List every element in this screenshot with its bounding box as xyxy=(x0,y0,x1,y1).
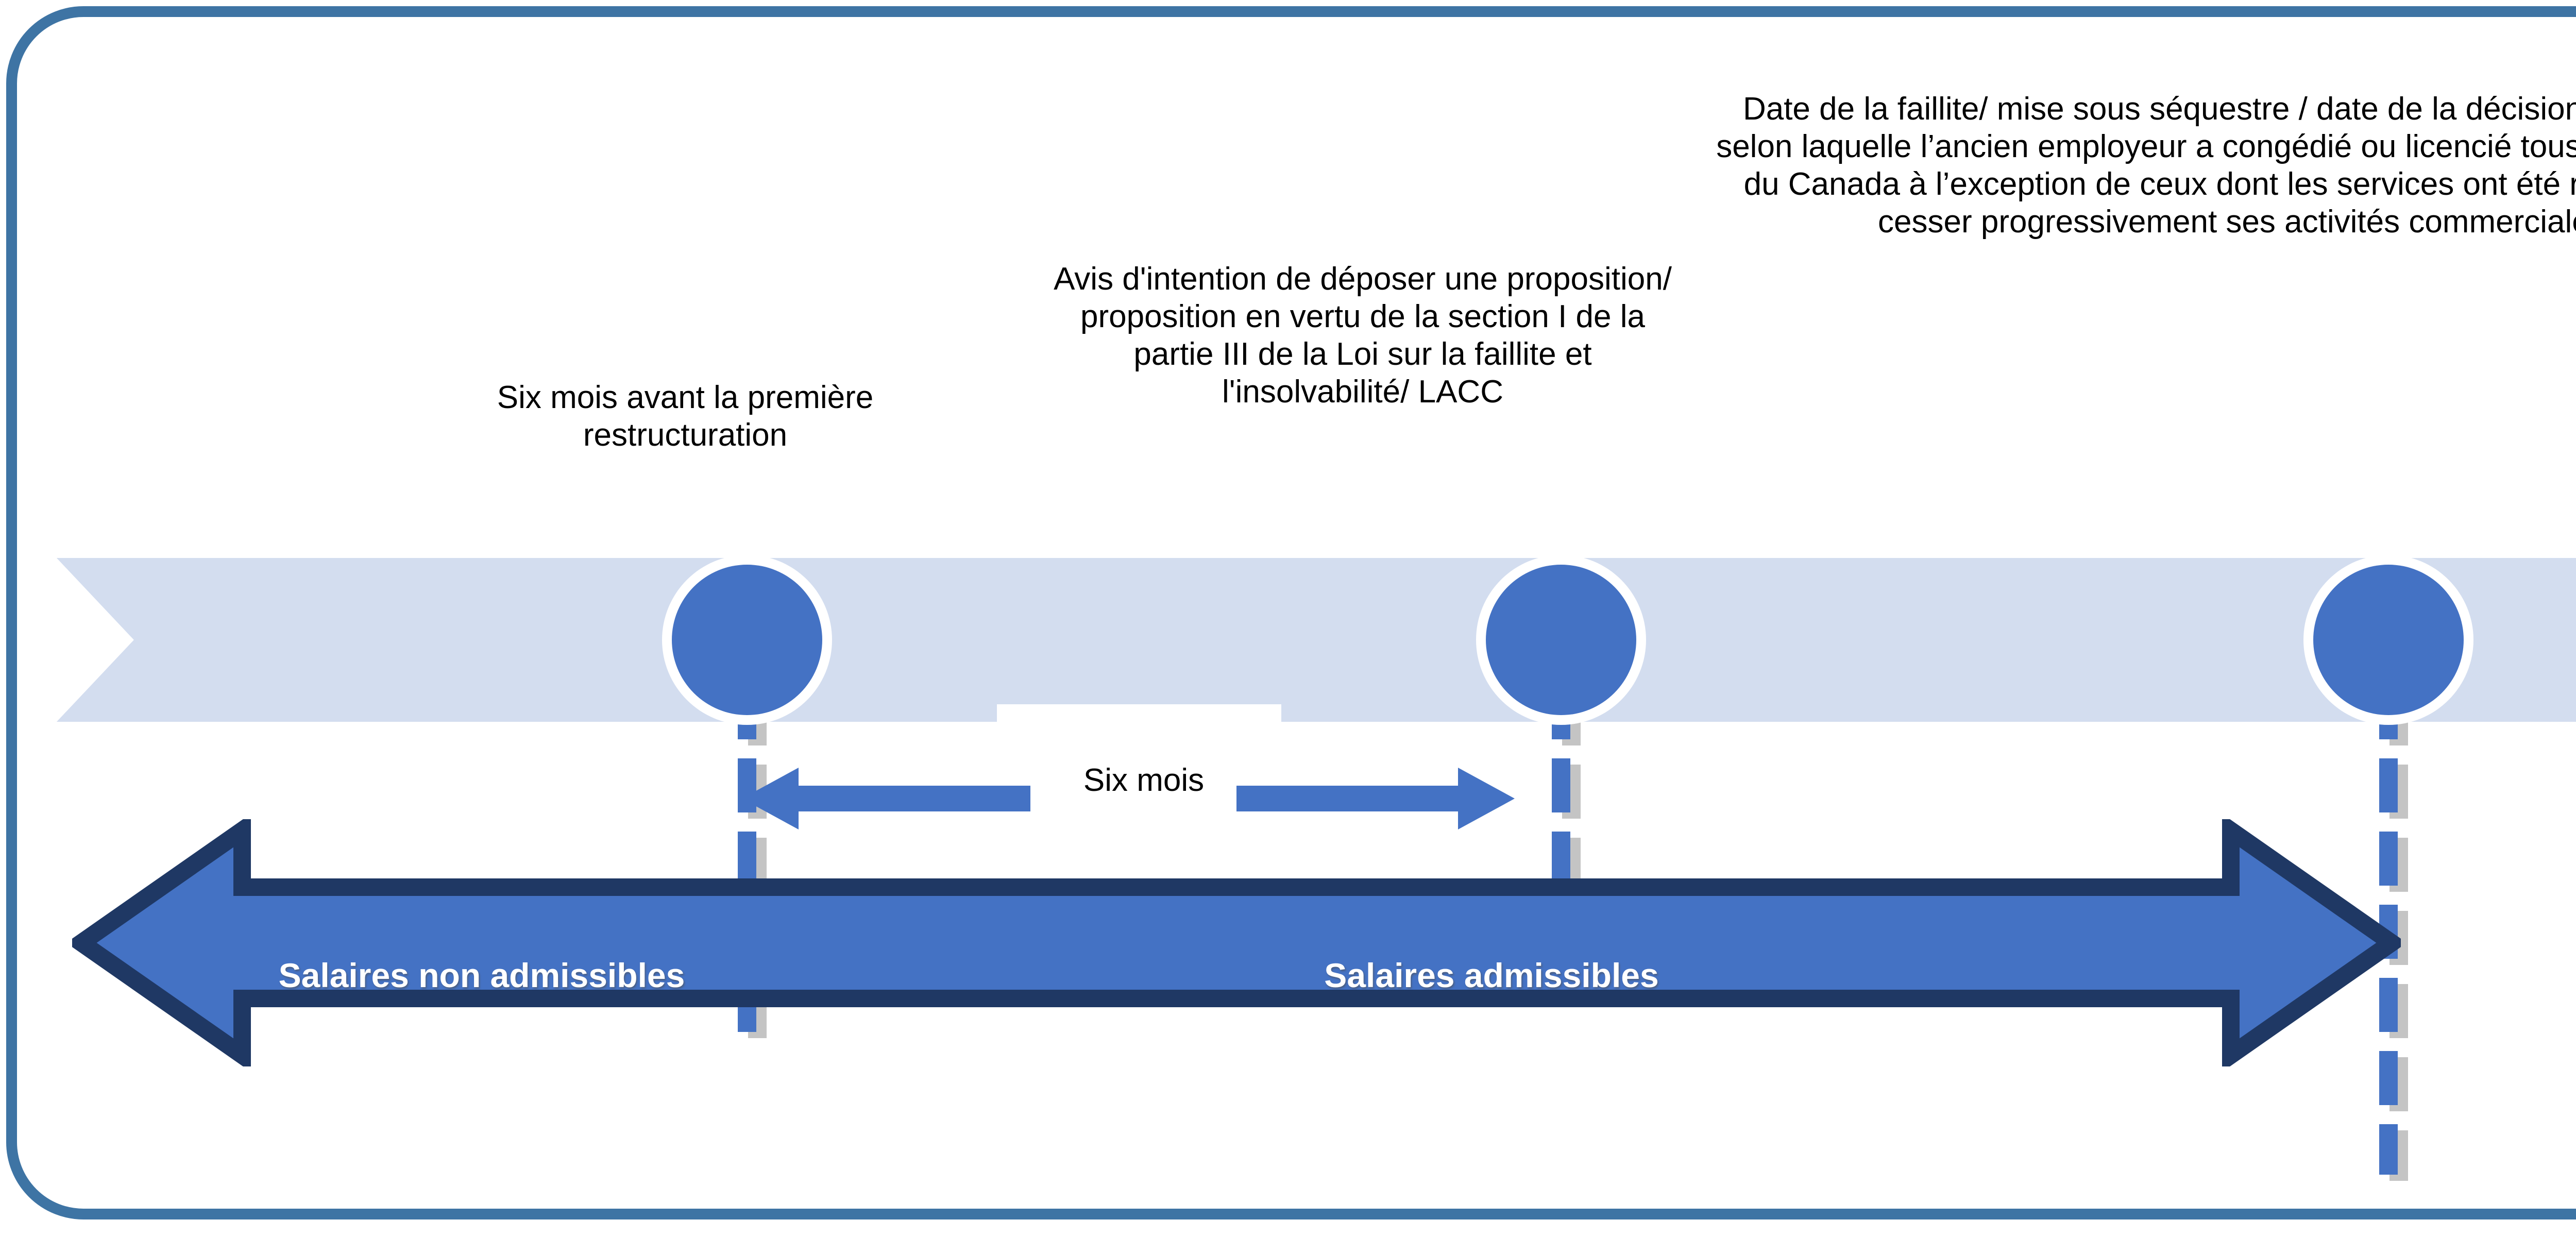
milestone-circle-1 xyxy=(672,565,822,715)
label-salaires-non-admissibles: Salaires non admissibles xyxy=(278,956,685,994)
six-months-label: Six mois xyxy=(1083,762,1205,798)
caption-milestone-3: Date de la faillite/ mise sous séquestre… xyxy=(1716,91,2576,240)
milestone-circle-2 xyxy=(1486,565,1636,715)
diagram-frame xyxy=(6,6,2576,1219)
salary-range-arrow xyxy=(72,819,2401,1066)
milestone-circle-3 xyxy=(2313,565,2464,715)
caption-milestone-2: Avis d'intention de déposer une proposit… xyxy=(1054,261,1672,410)
label-salaires-admissibles: Salaires admissibles xyxy=(1324,956,1659,994)
caption-milestone-1: Six mois avant la première restructurati… xyxy=(497,380,874,453)
six-months-measure-arrow xyxy=(742,762,1515,835)
band-notch-artifact xyxy=(997,704,1281,723)
timeline-band-arrow xyxy=(57,558,2576,722)
